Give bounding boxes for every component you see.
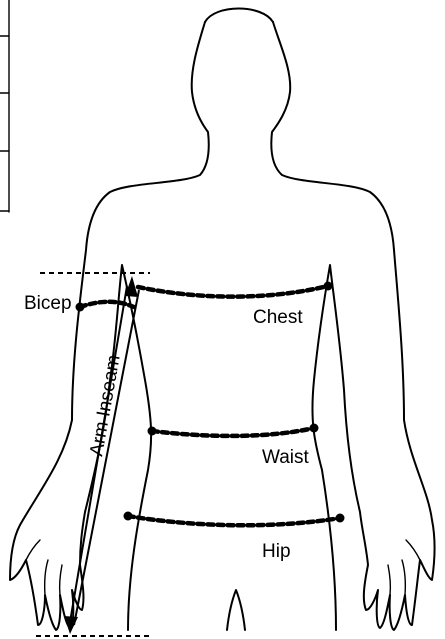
hip-label: Hip [262,541,291,562]
bicep-label: Bicep [24,293,72,314]
table-fragment [0,0,9,212]
chest-measure-line [138,286,328,297]
head-outline [205,9,273,23]
arrow-head-bottom [64,616,78,634]
bicep-dot [76,303,85,312]
right-hand-detail [388,540,420,595]
chest-dot [324,282,333,291]
body-outline [10,22,435,630]
hip-measure-line [128,516,340,525]
waist-dot-right [310,424,319,433]
hip-dot-left [124,512,133,521]
waist-dot-left [148,427,157,436]
waist-measure-line [152,428,314,436]
hip-dot-right [336,514,345,523]
crotch-line [227,590,245,630]
chest-label: Chest [253,307,303,328]
arm-inseam-label: Arm Inseam [86,353,124,458]
waist-label: Waist [262,447,310,468]
bicep-measure-line [80,302,134,307]
